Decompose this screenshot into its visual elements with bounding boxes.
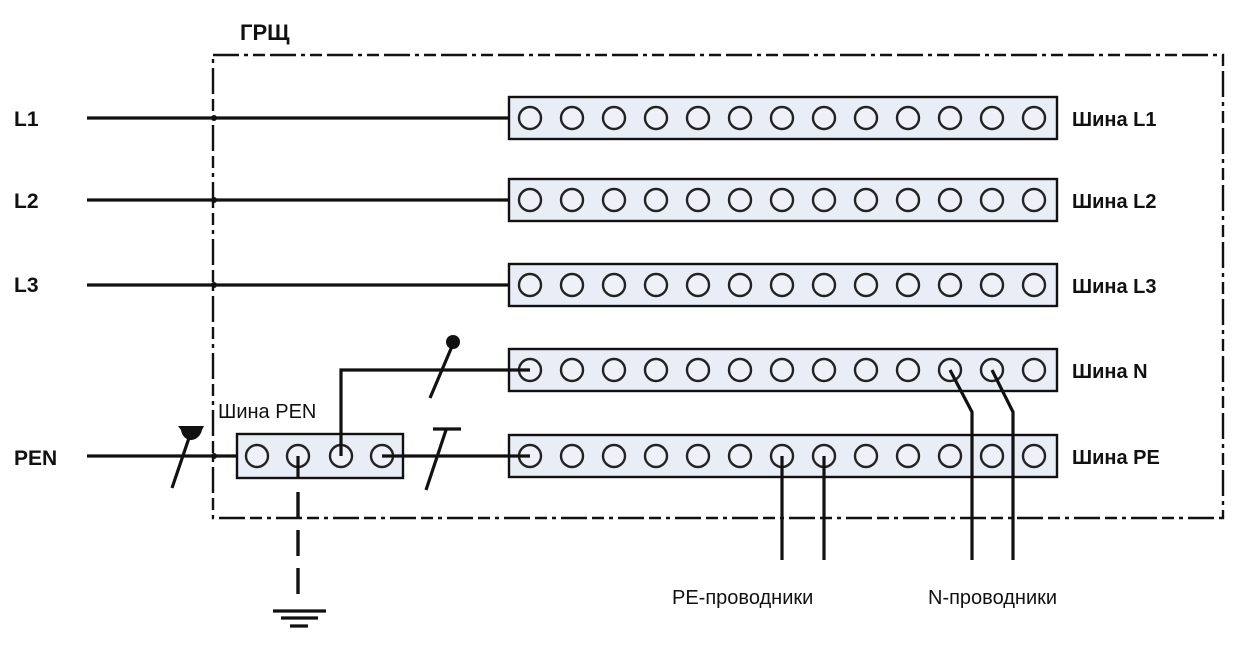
bus-terminal <box>727 187 753 213</box>
bus-body <box>507 177 1059 223</box>
bus-terminal <box>1021 272 1047 298</box>
bus-terminal <box>853 187 879 213</box>
bus-terminal <box>895 272 921 298</box>
bus-pe-label: Шина PE <box>1072 447 1160 469</box>
bus-terminal <box>937 443 963 469</box>
bus-terminal <box>643 357 669 383</box>
junction-dot <box>211 197 217 203</box>
input-label-l1: L1 <box>14 108 39 131</box>
bus-terminal <box>853 105 879 131</box>
bus-terminal <box>643 272 669 298</box>
bus-terminal <box>643 443 669 469</box>
bus-terminal <box>643 187 669 213</box>
pen-bus-label: Шина PEN <box>218 401 316 423</box>
bus-terminal <box>685 105 711 131</box>
bus-terminal <box>517 187 543 213</box>
bus-terminal <box>853 443 879 469</box>
bus-terminal <box>601 272 627 298</box>
bus-terminal <box>853 357 879 383</box>
ground-icon <box>273 609 326 628</box>
bus-terminal <box>1021 357 1047 383</box>
bus-n: Шина N <box>507 347 1148 393</box>
bus-n-label: Шина N <box>1072 361 1148 383</box>
bus-terminal <box>727 357 753 383</box>
junction-dot <box>211 282 217 288</box>
bus-bars: Шина L1 Шина L2 Шина L3 Шина N Шина PE <box>507 95 1160 479</box>
bus-l2-label: Шина L2 <box>1072 191 1157 213</box>
bus-terminal <box>601 443 627 469</box>
bus-terminal <box>517 105 543 131</box>
panel-boundary <box>211 53 1225 520</box>
input-label-l2: L2 <box>14 190 39 213</box>
bus-terminal <box>895 357 921 383</box>
pen-bus-terminal <box>244 443 270 469</box>
bus-terminal <box>979 187 1005 213</box>
junction-dot <box>211 115 217 121</box>
bus-terminal <box>559 187 585 213</box>
bus-terminal <box>811 187 837 213</box>
bus-pe: Шина PE <box>507 433 1160 479</box>
bus-terminal <box>811 105 837 131</box>
bus-terminal <box>937 187 963 213</box>
bus-terminal <box>895 443 921 469</box>
bus-terminal <box>601 357 627 383</box>
wire-pen-to-n <box>339 368 530 456</box>
n-conductor <box>948 369 974 560</box>
bus-terminal <box>937 272 963 298</box>
bus-l1-label: Шина L1 <box>1072 109 1157 131</box>
bus-terminal <box>559 443 585 469</box>
bus-terminal <box>1021 187 1047 213</box>
bus-terminal <box>769 357 795 383</box>
n-conductor <box>990 369 1015 560</box>
n-conductors-label: N-проводники <box>928 587 1057 609</box>
pen-input-switch-icon <box>170 431 193 489</box>
link-pe-icon <box>424 429 448 491</box>
bus-terminal <box>601 187 627 213</box>
bus-terminal <box>685 443 711 469</box>
pen-bus <box>235 432 405 480</box>
panel-title: ГРЩ <box>240 20 290 45</box>
bus-terminal <box>979 272 1005 298</box>
input-label-l3: L3 <box>14 274 39 297</box>
bus-terminal <box>559 272 585 298</box>
bus-terminal <box>517 272 543 298</box>
bus-l3-label: Шина L3 <box>1072 276 1157 298</box>
bus-terminal <box>559 357 585 383</box>
bus-terminal <box>685 357 711 383</box>
bus-terminal <box>811 357 837 383</box>
junction-dot <box>211 453 217 459</box>
bus-terminal <box>685 272 711 298</box>
bus-terminal <box>769 187 795 213</box>
bus-terminal <box>937 105 963 131</box>
bus-terminal <box>685 187 711 213</box>
bus-terminal <box>727 443 753 469</box>
bus-terminal <box>769 272 795 298</box>
bus-l2: Шина L2 <box>507 177 1157 223</box>
bus-terminal <box>727 272 753 298</box>
bus-terminal <box>643 105 669 131</box>
bus-terminal <box>559 105 585 131</box>
pen-input-switch-cap-icon <box>178 426 204 440</box>
bus-terminal <box>769 105 795 131</box>
bus-terminal <box>895 105 921 131</box>
bus-terminal <box>979 443 1005 469</box>
bus-l1: Шина L1 <box>507 95 1157 141</box>
link-ball-icon <box>446 335 460 349</box>
pe-conductors-label: PE-проводники <box>672 587 813 609</box>
bus-terminal <box>853 272 879 298</box>
bus-terminal <box>727 105 753 131</box>
bus-terminal <box>811 272 837 298</box>
input-label-pen: PEN <box>14 447 57 470</box>
bus-l3: Шина L3 <box>507 262 1157 308</box>
bus-terminal <box>601 105 627 131</box>
bus-terminal <box>1021 105 1047 131</box>
bus-terminal <box>979 105 1005 131</box>
bus-terminal <box>1021 443 1047 469</box>
bus-terminal <box>895 187 921 213</box>
